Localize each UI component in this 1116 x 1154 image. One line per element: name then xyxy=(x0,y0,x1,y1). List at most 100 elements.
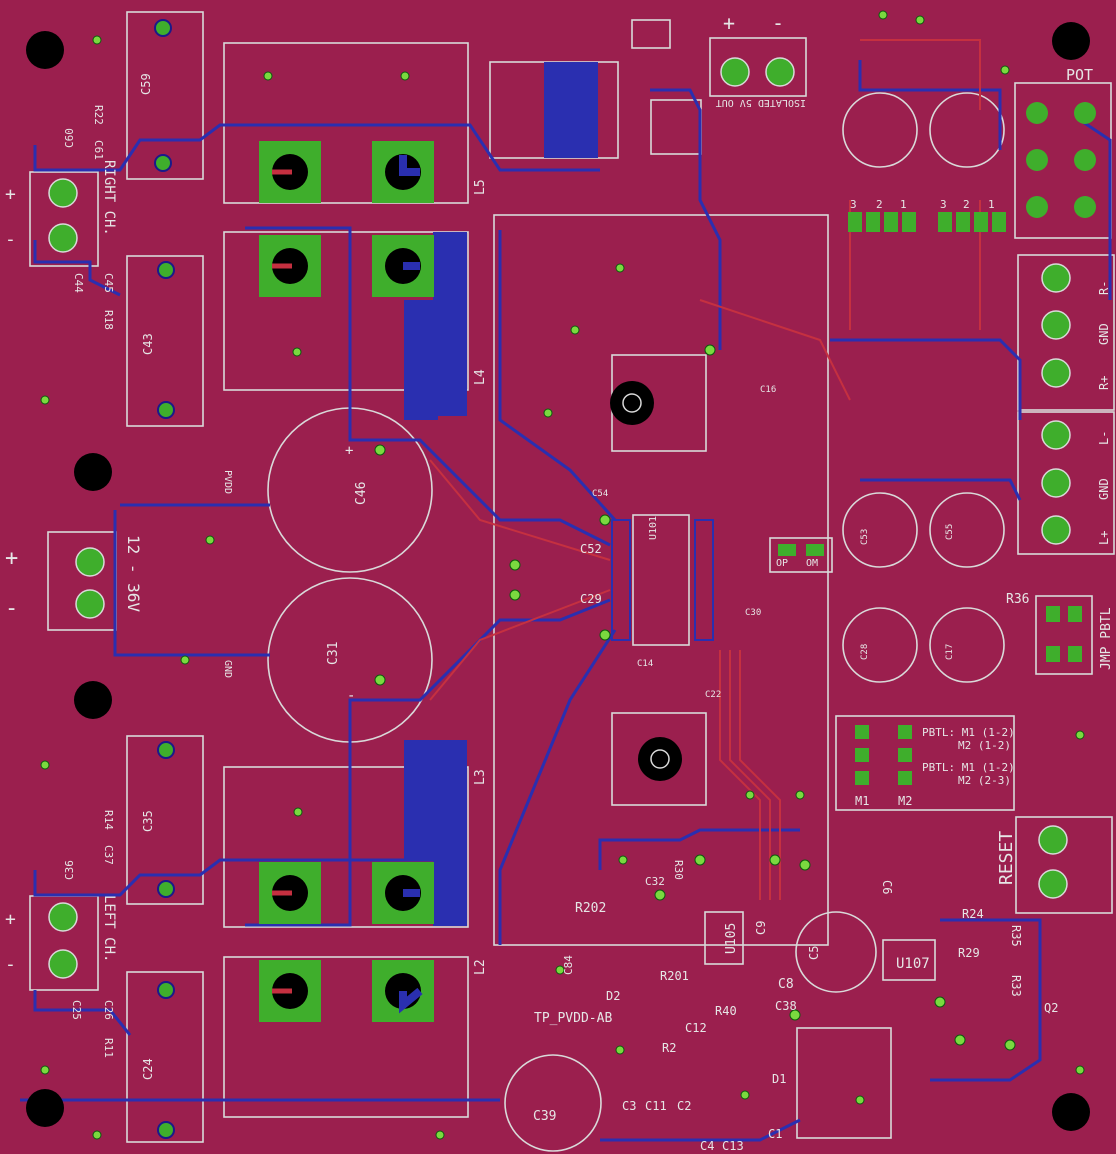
refdes-d2: D2 xyxy=(606,989,620,1003)
label-pbtl-line4: M2 (2-3) xyxy=(958,774,1011,787)
refdes-r11: R11 xyxy=(102,1038,115,1058)
refdes-r29: R29 xyxy=(958,946,980,960)
plus-vin: + xyxy=(5,546,18,571)
refdes-c14: C14 xyxy=(637,659,653,669)
inductor-outline-l3 xyxy=(223,766,469,928)
refdes-c17: C17 xyxy=(945,644,955,660)
vias xyxy=(40,10,1085,1140)
refdes-c53: C53 xyxy=(860,529,870,545)
refdes-l3: L3 xyxy=(473,769,488,785)
minus-left-ch: - xyxy=(5,954,16,975)
refdes-c28: C28 xyxy=(860,644,870,660)
refdes-c11: C11 xyxy=(645,1099,667,1113)
refdes-q2: Q2 xyxy=(1044,1001,1058,1015)
mount-hole-br xyxy=(1052,1093,1090,1131)
cap-outline-c17 xyxy=(929,607,1005,683)
minus-c31: - xyxy=(347,688,355,704)
minus-vin: - xyxy=(5,596,18,621)
cap-outline-c35 xyxy=(126,735,204,905)
cap-outline-c20 xyxy=(929,92,1005,168)
refdes-l5: L5 xyxy=(473,179,488,195)
mounting-holes xyxy=(26,22,1090,1131)
label-pbtl-line1: PBTL: M1 (1-2) xyxy=(922,726,1015,739)
chip-u101 xyxy=(611,519,714,641)
pin3-hdr2: 3 xyxy=(940,198,947,211)
refdes-c55: C55 xyxy=(945,524,955,540)
pad-l5-a xyxy=(259,141,321,203)
refdes-c6: C6 xyxy=(880,880,894,894)
refdes-r14: R14 xyxy=(102,810,115,830)
label-r-gnd: GND xyxy=(1097,323,1111,345)
silkscreen-outlines xyxy=(29,11,1115,1152)
top-copper-traces xyxy=(429,39,981,900)
refdes-c44: C44 xyxy=(72,273,85,293)
refdes-r18: R18 xyxy=(102,310,115,330)
pin1-hdr1: 1 xyxy=(900,198,907,211)
plus-right-ch: + xyxy=(5,184,16,205)
pad-l3-b xyxy=(372,862,434,924)
refdes-c38: C38 xyxy=(775,999,797,1013)
plus-c46: + xyxy=(345,443,353,459)
cap-outline-c55 xyxy=(929,492,1005,568)
refdes-c59: C59 xyxy=(139,73,153,95)
pin2-hdr2: 2 xyxy=(963,198,970,211)
label-tp-pvdd: TP_PVDD-AB xyxy=(534,1011,612,1026)
refdes-c24: C24 xyxy=(141,1058,155,1080)
inductor-outline-l5 xyxy=(223,42,469,204)
refdes-c52: C52 xyxy=(580,542,602,556)
mount-hole-ml xyxy=(74,453,112,491)
minus-iso: - xyxy=(772,11,784,35)
refdes-r40: R40 xyxy=(715,1004,737,1018)
mount-hole-tl xyxy=(26,31,64,69)
refdes-c45: C45 xyxy=(102,273,115,293)
label-r36: R36 xyxy=(1006,592,1029,607)
refdes-l2: L2 xyxy=(473,959,488,975)
pad-l4-b xyxy=(372,235,434,297)
ic-outline-inductor-small xyxy=(796,1027,892,1139)
label-right-ch: RIGHT CH. xyxy=(101,160,117,236)
refdes-c16: C16 xyxy=(760,385,776,395)
refdes-c4: C4 xyxy=(700,1139,714,1153)
pad-l3-a xyxy=(259,862,321,924)
pin3-hdr1: 3 xyxy=(850,198,857,211)
terminal-outline-isolated xyxy=(709,37,807,97)
ic-outline-u107 xyxy=(882,939,936,981)
mount-hole-tr xyxy=(1052,22,1090,60)
refdes-c9: C9 xyxy=(754,921,768,935)
terminal-outline-reset xyxy=(1015,816,1113,914)
label-isolated-5v: ISOLATED 5V OUT xyxy=(716,97,806,108)
label-om: OM xyxy=(806,558,818,569)
jumper-outline-pbtl xyxy=(835,715,1015,811)
refdes-c84: C84 xyxy=(562,955,575,975)
cap-outline-c39 xyxy=(504,1054,602,1152)
label-jmp-pbtl: JMP PBTL xyxy=(1099,607,1114,670)
inductor-outline-l4 xyxy=(223,231,469,391)
inductor-pads xyxy=(259,141,434,1022)
pad-l5-b xyxy=(372,141,434,203)
refdes-c13: C13 xyxy=(722,1139,744,1153)
refdes-c26: C26 xyxy=(102,1000,115,1020)
refdes-d1: D1 xyxy=(772,1072,786,1086)
label-m1: M1 xyxy=(855,794,869,808)
plus-iso: + xyxy=(723,11,735,35)
refdes-c61: C61 xyxy=(92,140,105,160)
refdes-r2: R2 xyxy=(662,1041,676,1055)
refdes-c54: C54 xyxy=(592,489,608,499)
label-l-gnd: GND xyxy=(1097,478,1111,500)
label-op: OP xyxy=(776,558,788,569)
refdes-c25: C25 xyxy=(70,1000,83,1020)
cap-outline-c28 xyxy=(842,607,918,683)
refdes-c39: C39 xyxy=(533,1109,556,1124)
label-gnd-c31: GND xyxy=(222,660,233,678)
label-u101: U101 xyxy=(648,516,659,540)
refdes-c36: C36 xyxy=(63,860,76,880)
refdes-c30: C30 xyxy=(745,608,761,618)
refdes-c29: C29 xyxy=(580,592,602,606)
pad-outline-gnd-bottom xyxy=(611,712,707,806)
cap-outline-c63 xyxy=(842,492,918,568)
refdes-c8: C8 xyxy=(778,977,794,992)
refdes-r22: R22 xyxy=(92,105,105,125)
label-reset: RESET xyxy=(996,831,1017,885)
label-l-minus: L- xyxy=(1097,431,1111,445)
